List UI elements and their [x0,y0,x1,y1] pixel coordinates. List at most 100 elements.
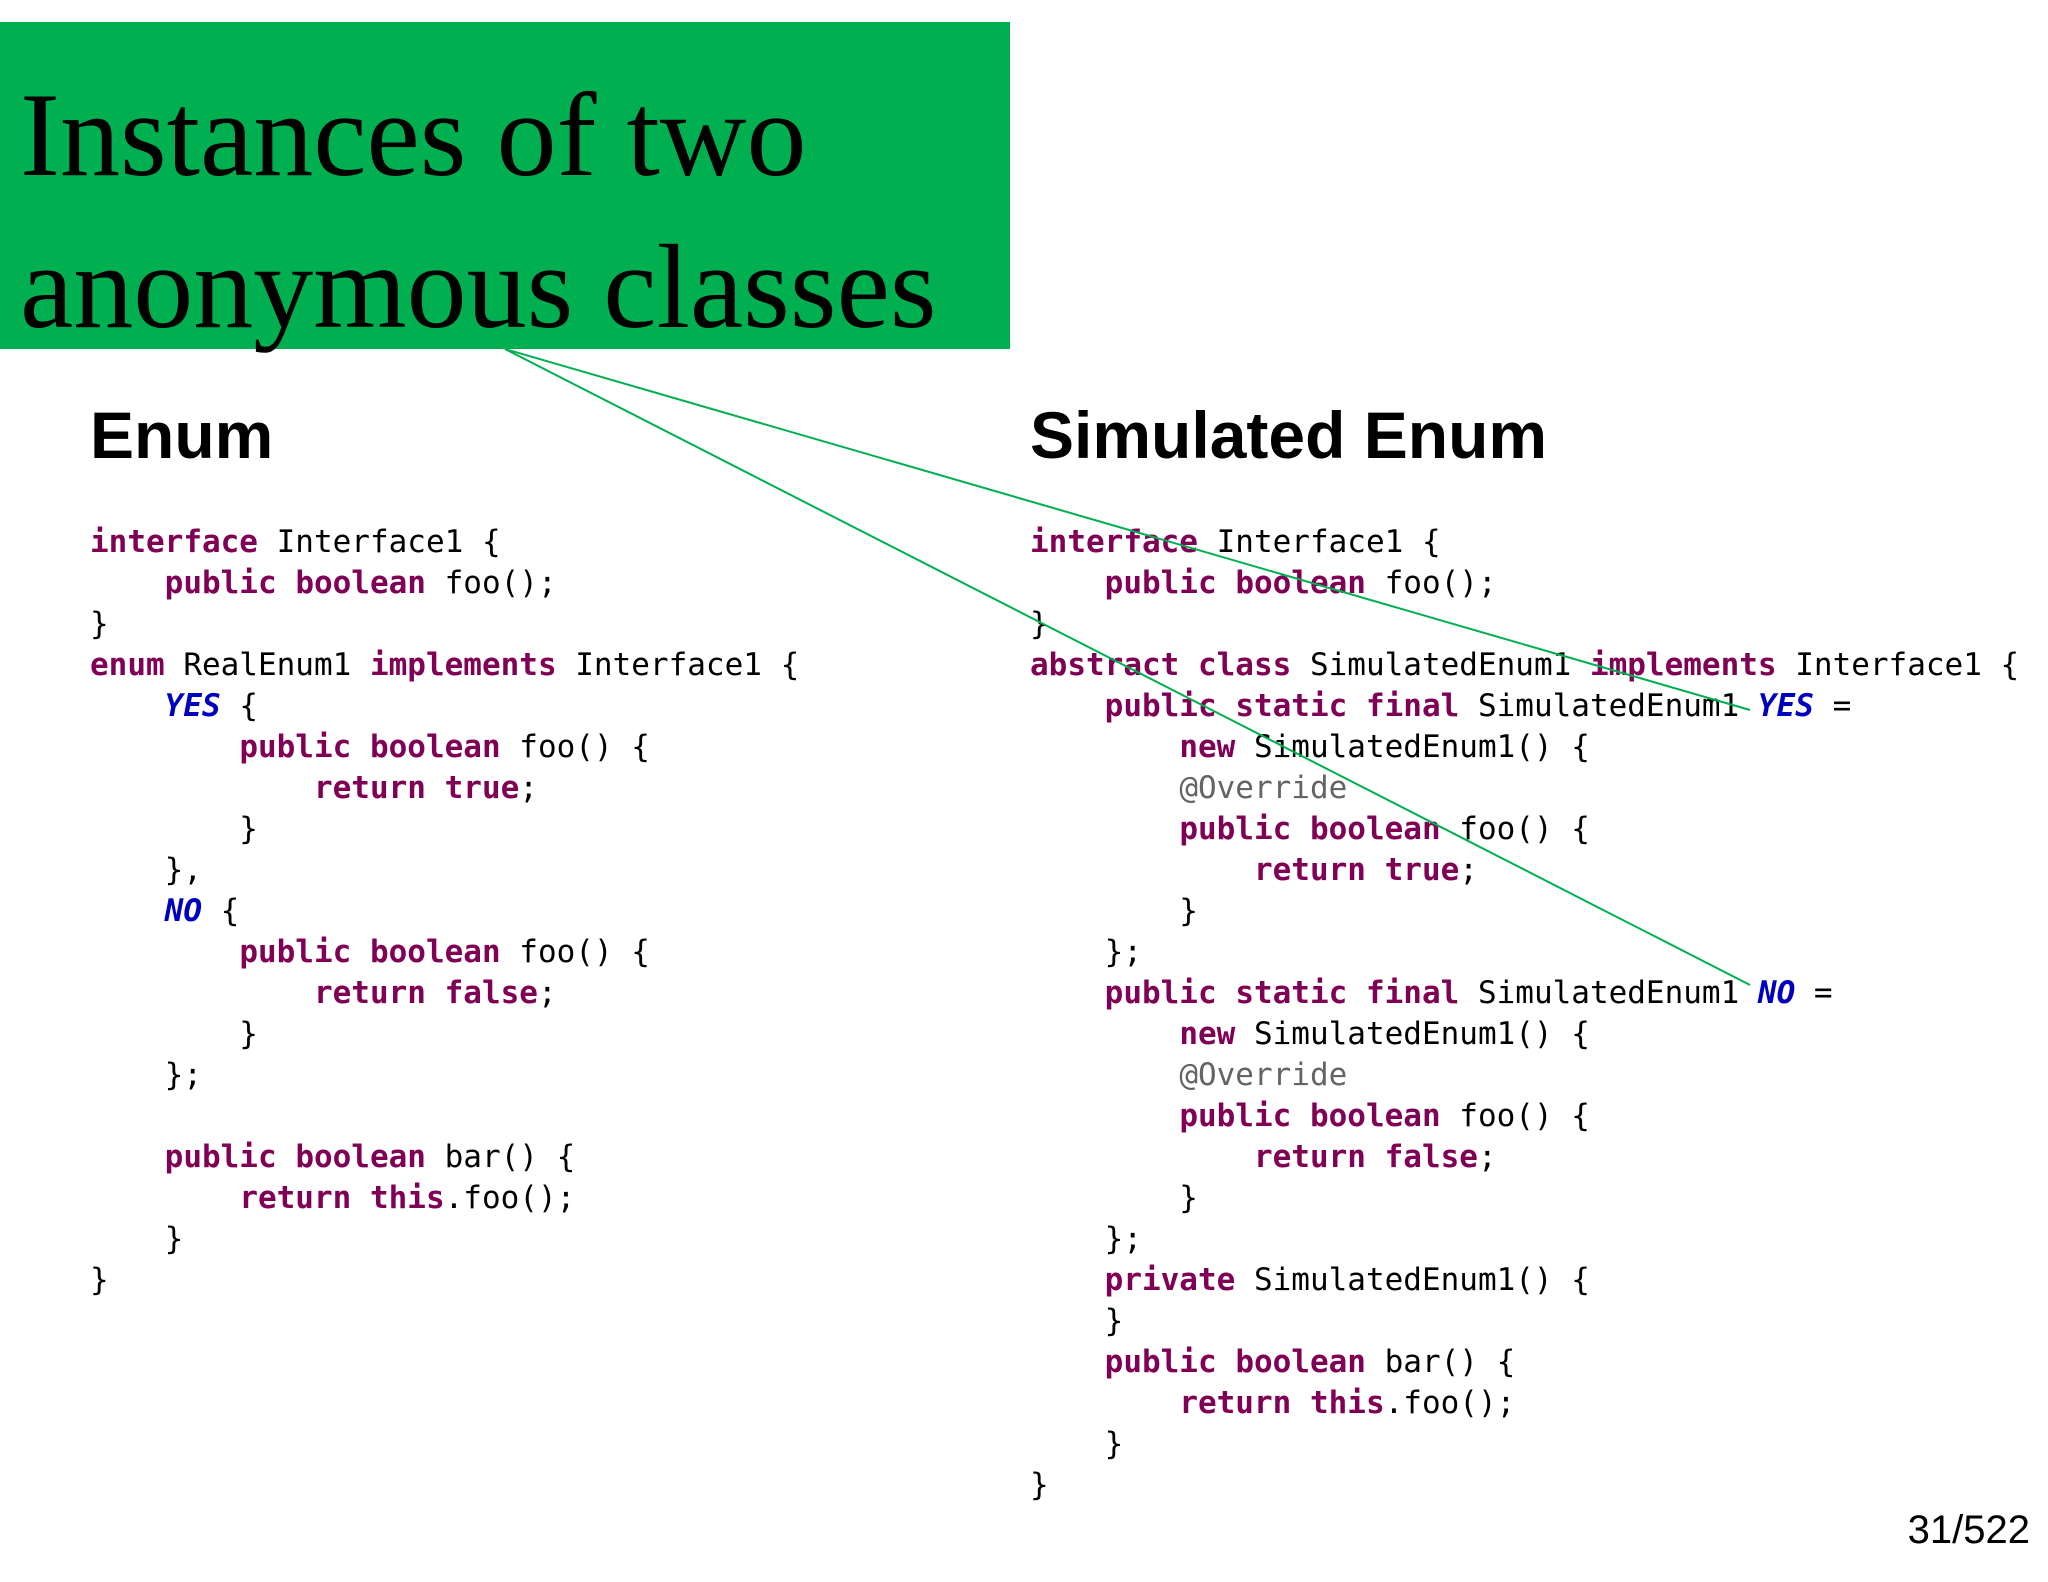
code-text [1179,647,1198,683]
code-text: = [1795,975,1833,1011]
code-line: }, [90,850,799,891]
code-keyword: public [1104,688,1217,724]
code-text [1030,975,1105,1011]
code-text [426,770,445,806]
code-text [1291,1385,1310,1421]
code-keyword: new [1179,729,1236,765]
code-keyword: true [1384,852,1460,888]
code-text: bar() { [1365,1344,1516,1380]
code-keyword: boolean [369,934,501,970]
code-text: .foo(); [1384,1385,1516,1421]
code-text [90,770,314,806]
code-constant: NO [1757,975,1796,1011]
code-text: } [1030,1180,1198,1216]
code-line: @Override [1030,1055,2019,1096]
code-text: } [1030,1303,1124,1339]
code-keyword: boolean [1235,1344,1366,1380]
code-text: }, [90,852,202,888]
code-keyword: class [1197,647,1292,683]
code-text: foo(); [425,565,557,601]
code-constant: YES [1757,688,1814,724]
code-line: } [1030,1301,2019,1342]
code-keyword: false [1384,1139,1478,1175]
code-keyword: public [1179,811,1292,847]
code-keyword: false [444,975,538,1011]
code-text: } [1030,1426,1124,1462]
code-text [1030,688,1105,724]
code-text: Interface1 { [257,524,501,560]
code-line: interface Interface1 { [1030,522,2019,563]
code-text [1030,811,1179,847]
code-keyword: boolean [1309,1098,1441,1134]
enum-code-block: interface Interface1 { public boolean fo… [90,522,799,1301]
code-keyword: interface [1030,524,1198,560]
code-text: } [90,606,109,642]
code-keyword: boolean [295,565,426,601]
code-constant: NO [164,893,202,929]
code-keyword: final [1365,688,1460,724]
code-line: public boolean bar() { [1030,1342,2019,1383]
code-line: return false; [1030,1137,2019,1178]
code-line: } [1030,1465,2019,1506]
code-text [90,1139,165,1175]
code-line: interface Interface1 { [90,522,799,563]
code-keyword: return [1179,1385,1292,1421]
code-keyword: boolean [369,729,501,765]
code-text: { [220,688,258,724]
code-text: SimulatedEnum1 [1459,688,1758,724]
code-text: }; [90,1057,202,1093]
code-text [1291,811,1310,847]
code-line: }; [1030,932,2019,973]
code-line: } [90,1014,799,1055]
code-text [1347,975,1366,1011]
code-line: public boolean foo(); [90,563,799,604]
code-text [1030,852,1254,888]
code-annotation: @Override [1179,1057,1348,1093]
code-text: RealEnum1 [164,647,370,683]
code-constant: YES [164,688,221,724]
code-keyword: boolean [1309,811,1441,847]
code-text [1030,1016,1179,1052]
code-text: } [1030,606,1049,642]
code-line: return this.foo(); [90,1178,799,1219]
code-text: SimulatedEnum1() { [1235,1262,1590,1298]
code-line: public boolean foo() { [90,932,799,973]
code-line: YES { [90,686,799,727]
code-text: Interface1 { [1197,524,1441,560]
simulated-enum-heading: Simulated Enum [1030,398,1548,472]
code-line: public boolean foo(); [1030,563,2019,604]
slide-title-line-1: Instances of two [20,68,807,201]
code-text [277,1139,296,1175]
code-text [90,688,165,724]
code-text: } [90,1262,109,1298]
code-line: enum RealEnum1 implements Interface1 { [90,645,799,686]
code-text [351,934,370,970]
slide-title-box: Instances of two anonymous classes [0,22,1010,353]
code-text: = [1813,688,1852,724]
code-text [90,893,165,929]
code-text: SimulatedEnum1() { [1235,1016,1590,1052]
code-text [90,975,314,1011]
code-keyword: implements [1589,647,1777,683]
code-text [1291,1098,1310,1134]
code-keyword: new [1179,1016,1236,1052]
code-keyword: interface [90,524,258,560]
code-text [90,729,239,765]
code-text: foo() { [1440,1098,1590,1134]
code-keyword: public [239,934,352,970]
code-keyword: return [313,770,426,806]
code-text [1030,770,1179,806]
code-text: foo() { [500,934,650,970]
code-keyword: public [1104,975,1217,1011]
code-text: } [1030,893,1198,929]
code-text [277,565,296,601]
code-line: public boolean foo() { [1030,1096,2019,1137]
code-line: return true; [1030,850,2019,891]
code-text: ; [519,770,538,806]
code-text [90,565,165,601]
code-text [1030,1385,1179,1421]
code-text: ; [1477,1139,1497,1175]
code-keyword: final [1365,975,1460,1011]
code-text [351,729,370,765]
code-text: } [90,1016,258,1052]
